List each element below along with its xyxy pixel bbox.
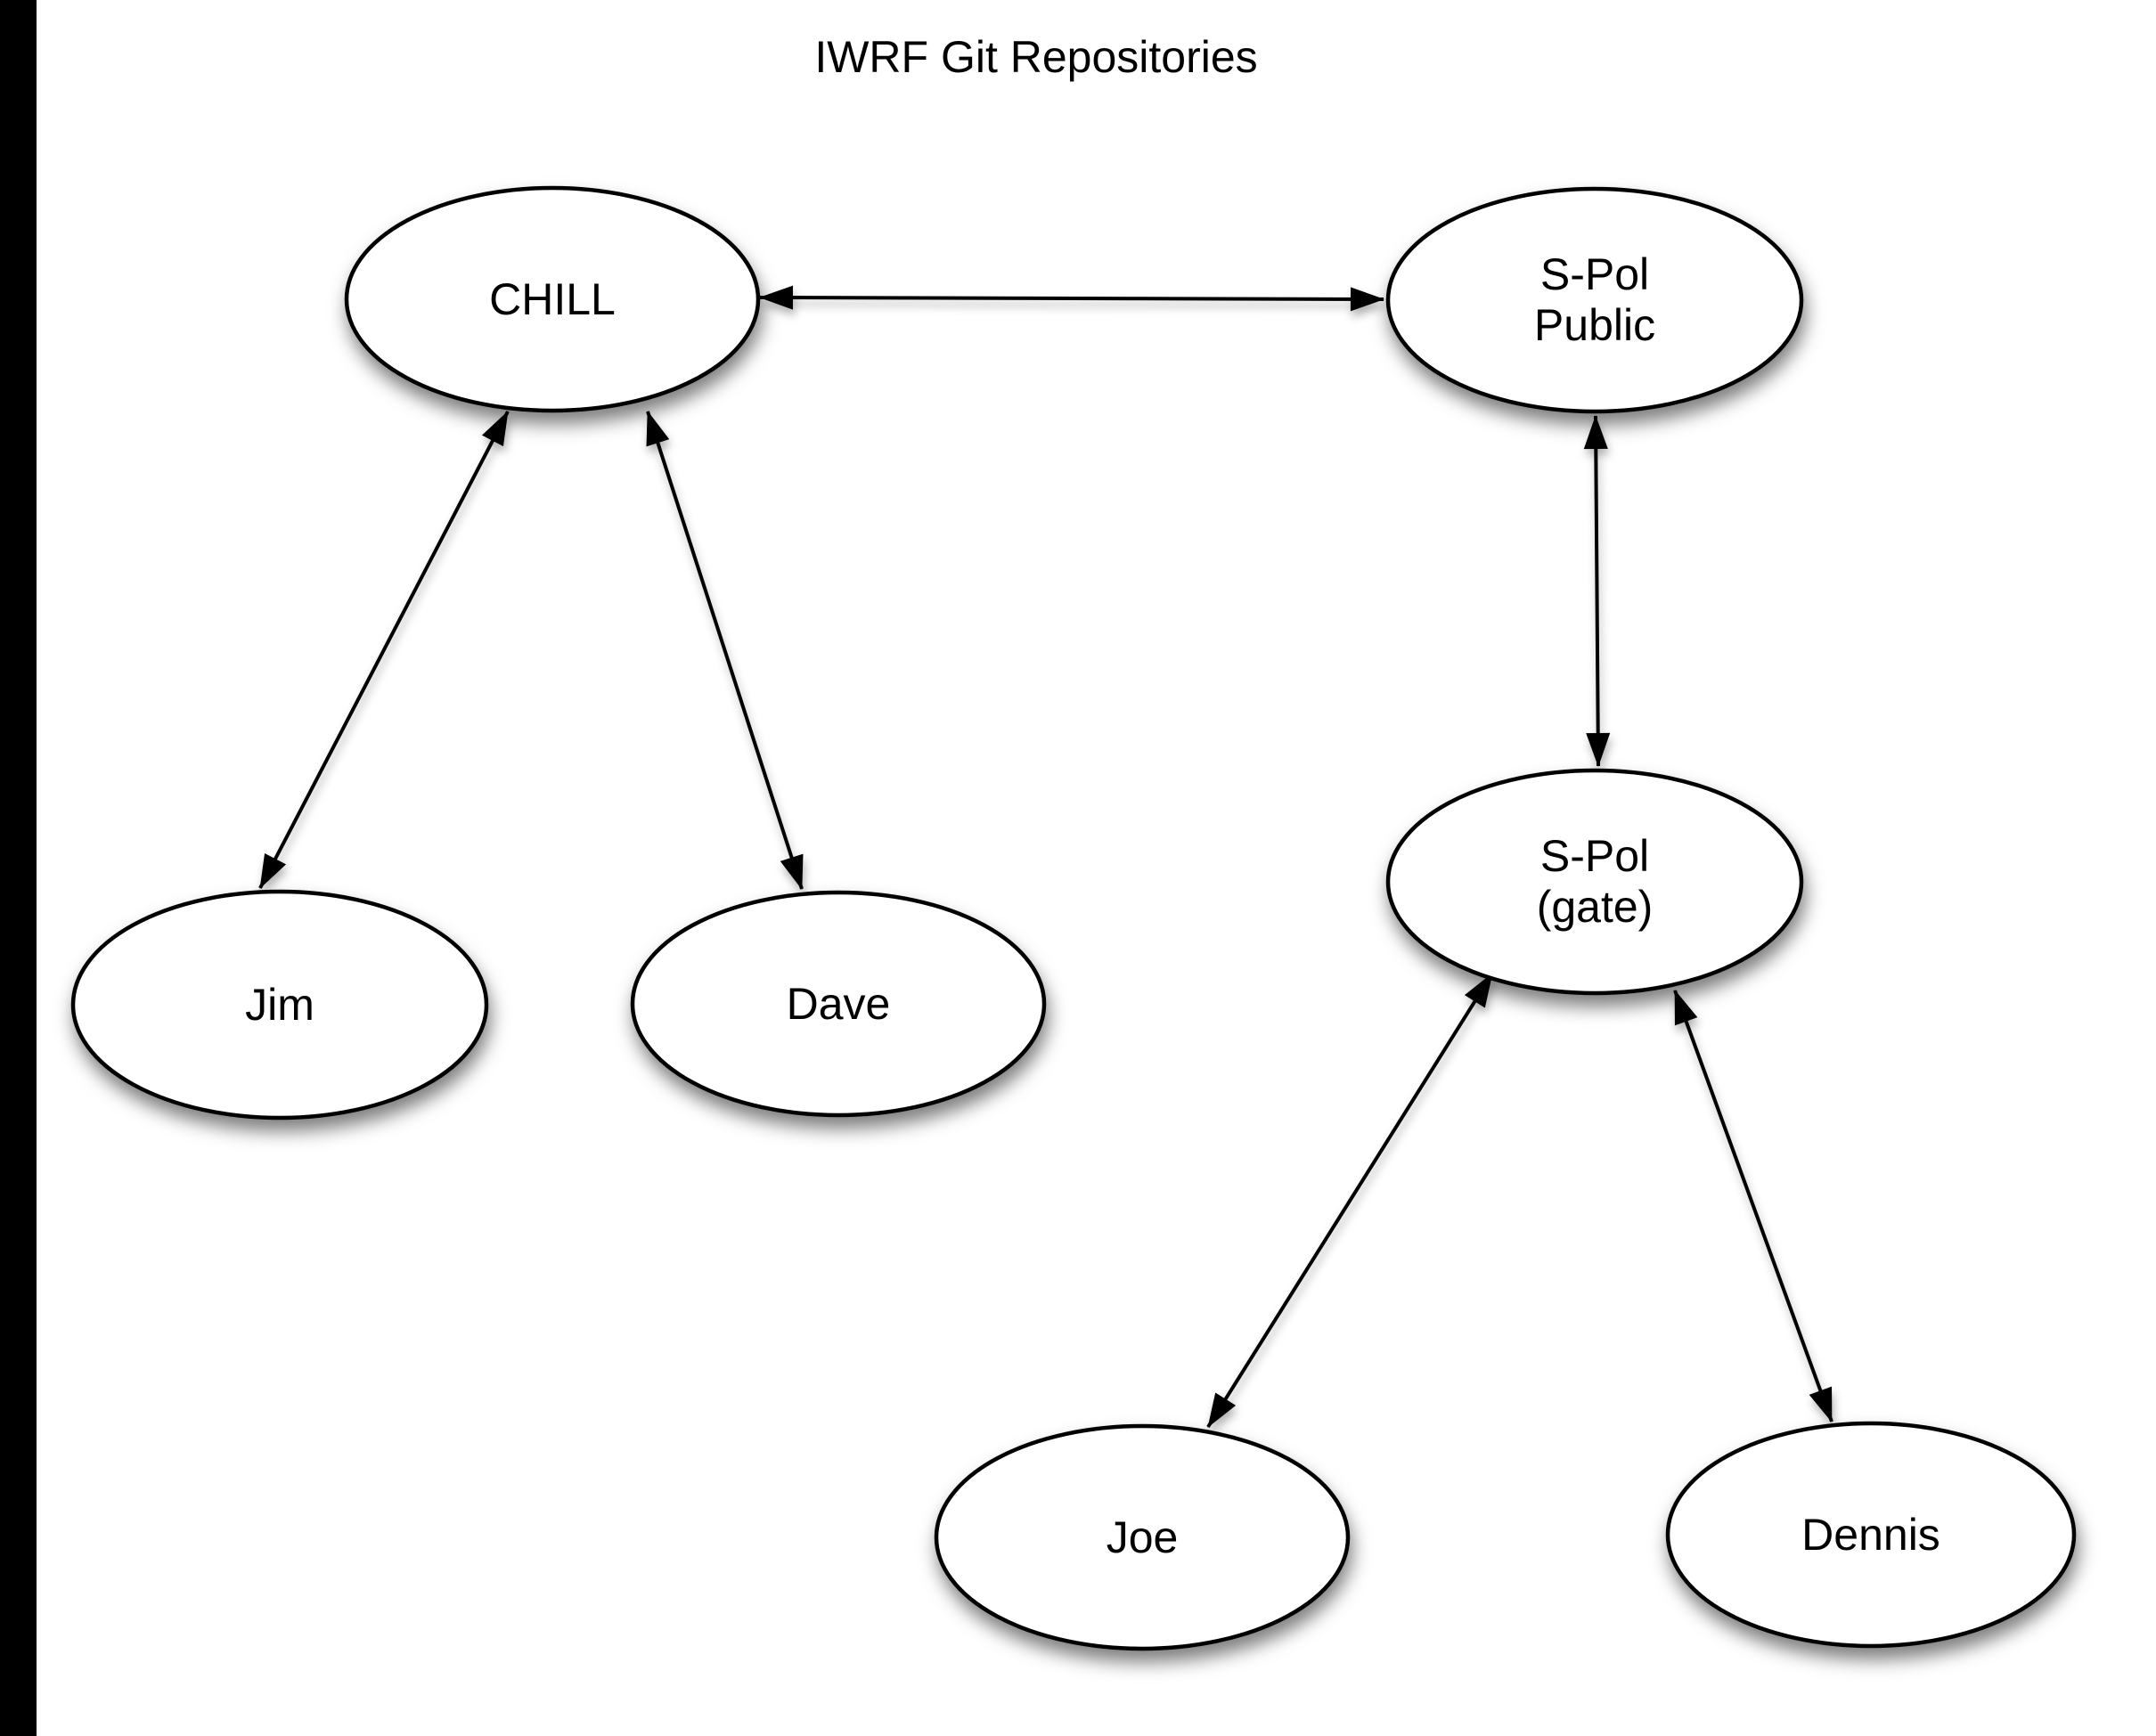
edge-chill-dave bbox=[646, 411, 804, 890]
node-jim: Jim bbox=[70, 889, 489, 1121]
edge-spol-gate-dennis bbox=[1673, 990, 1833, 1422]
node-spol-public-label-line1: S-Pol bbox=[1540, 249, 1649, 299]
node-spol-public-label-line2: Public bbox=[1534, 300, 1655, 350]
node-joe-ellipse bbox=[934, 1423, 1351, 1651]
node-spol-public-ellipse bbox=[1385, 186, 1804, 414]
edge-spol-gate-joe bbox=[1206, 972, 1494, 1429]
node-dave-ellipse bbox=[630, 890, 1047, 1118]
node-spol-gate: S-Pol (gate) bbox=[1385, 768, 1804, 996]
node-spol-gate-label-line2: (gate) bbox=[1537, 882, 1654, 932]
diagram-title: IWRF Git Repositories bbox=[814, 32, 1257, 82]
node-jim-ellipse bbox=[70, 889, 489, 1121]
left-black-bar bbox=[0, 0, 37, 1736]
node-spol-public: S-Pol Public bbox=[1385, 186, 1804, 414]
node-spol-gate-ellipse bbox=[1385, 768, 1804, 996]
node-joe: Joe bbox=[934, 1423, 1351, 1651]
edge-chill-spol-public bbox=[759, 285, 1384, 312]
node-joe-label: Joe bbox=[1107, 1512, 1179, 1562]
node-dennis-ellipse bbox=[1665, 1421, 2077, 1649]
node-dennis: Dennis bbox=[1665, 1421, 2077, 1649]
node-jim-label: Jim bbox=[245, 980, 314, 1030]
node-chill: CHILL bbox=[344, 185, 761, 413]
node-dave-label: Dave bbox=[787, 979, 891, 1029]
edge-chill-jim bbox=[258, 411, 510, 889]
node-chill-label: CHILL bbox=[489, 274, 616, 324]
node-chill-ellipse bbox=[344, 185, 761, 413]
node-dennis-label: Dennis bbox=[1801, 1510, 1940, 1560]
edge-spol-public-spol-gate bbox=[1583, 415, 1611, 767]
node-spol-gate-label-line1: S-Pol bbox=[1540, 831, 1649, 881]
node-dave: Dave bbox=[630, 890, 1047, 1118]
